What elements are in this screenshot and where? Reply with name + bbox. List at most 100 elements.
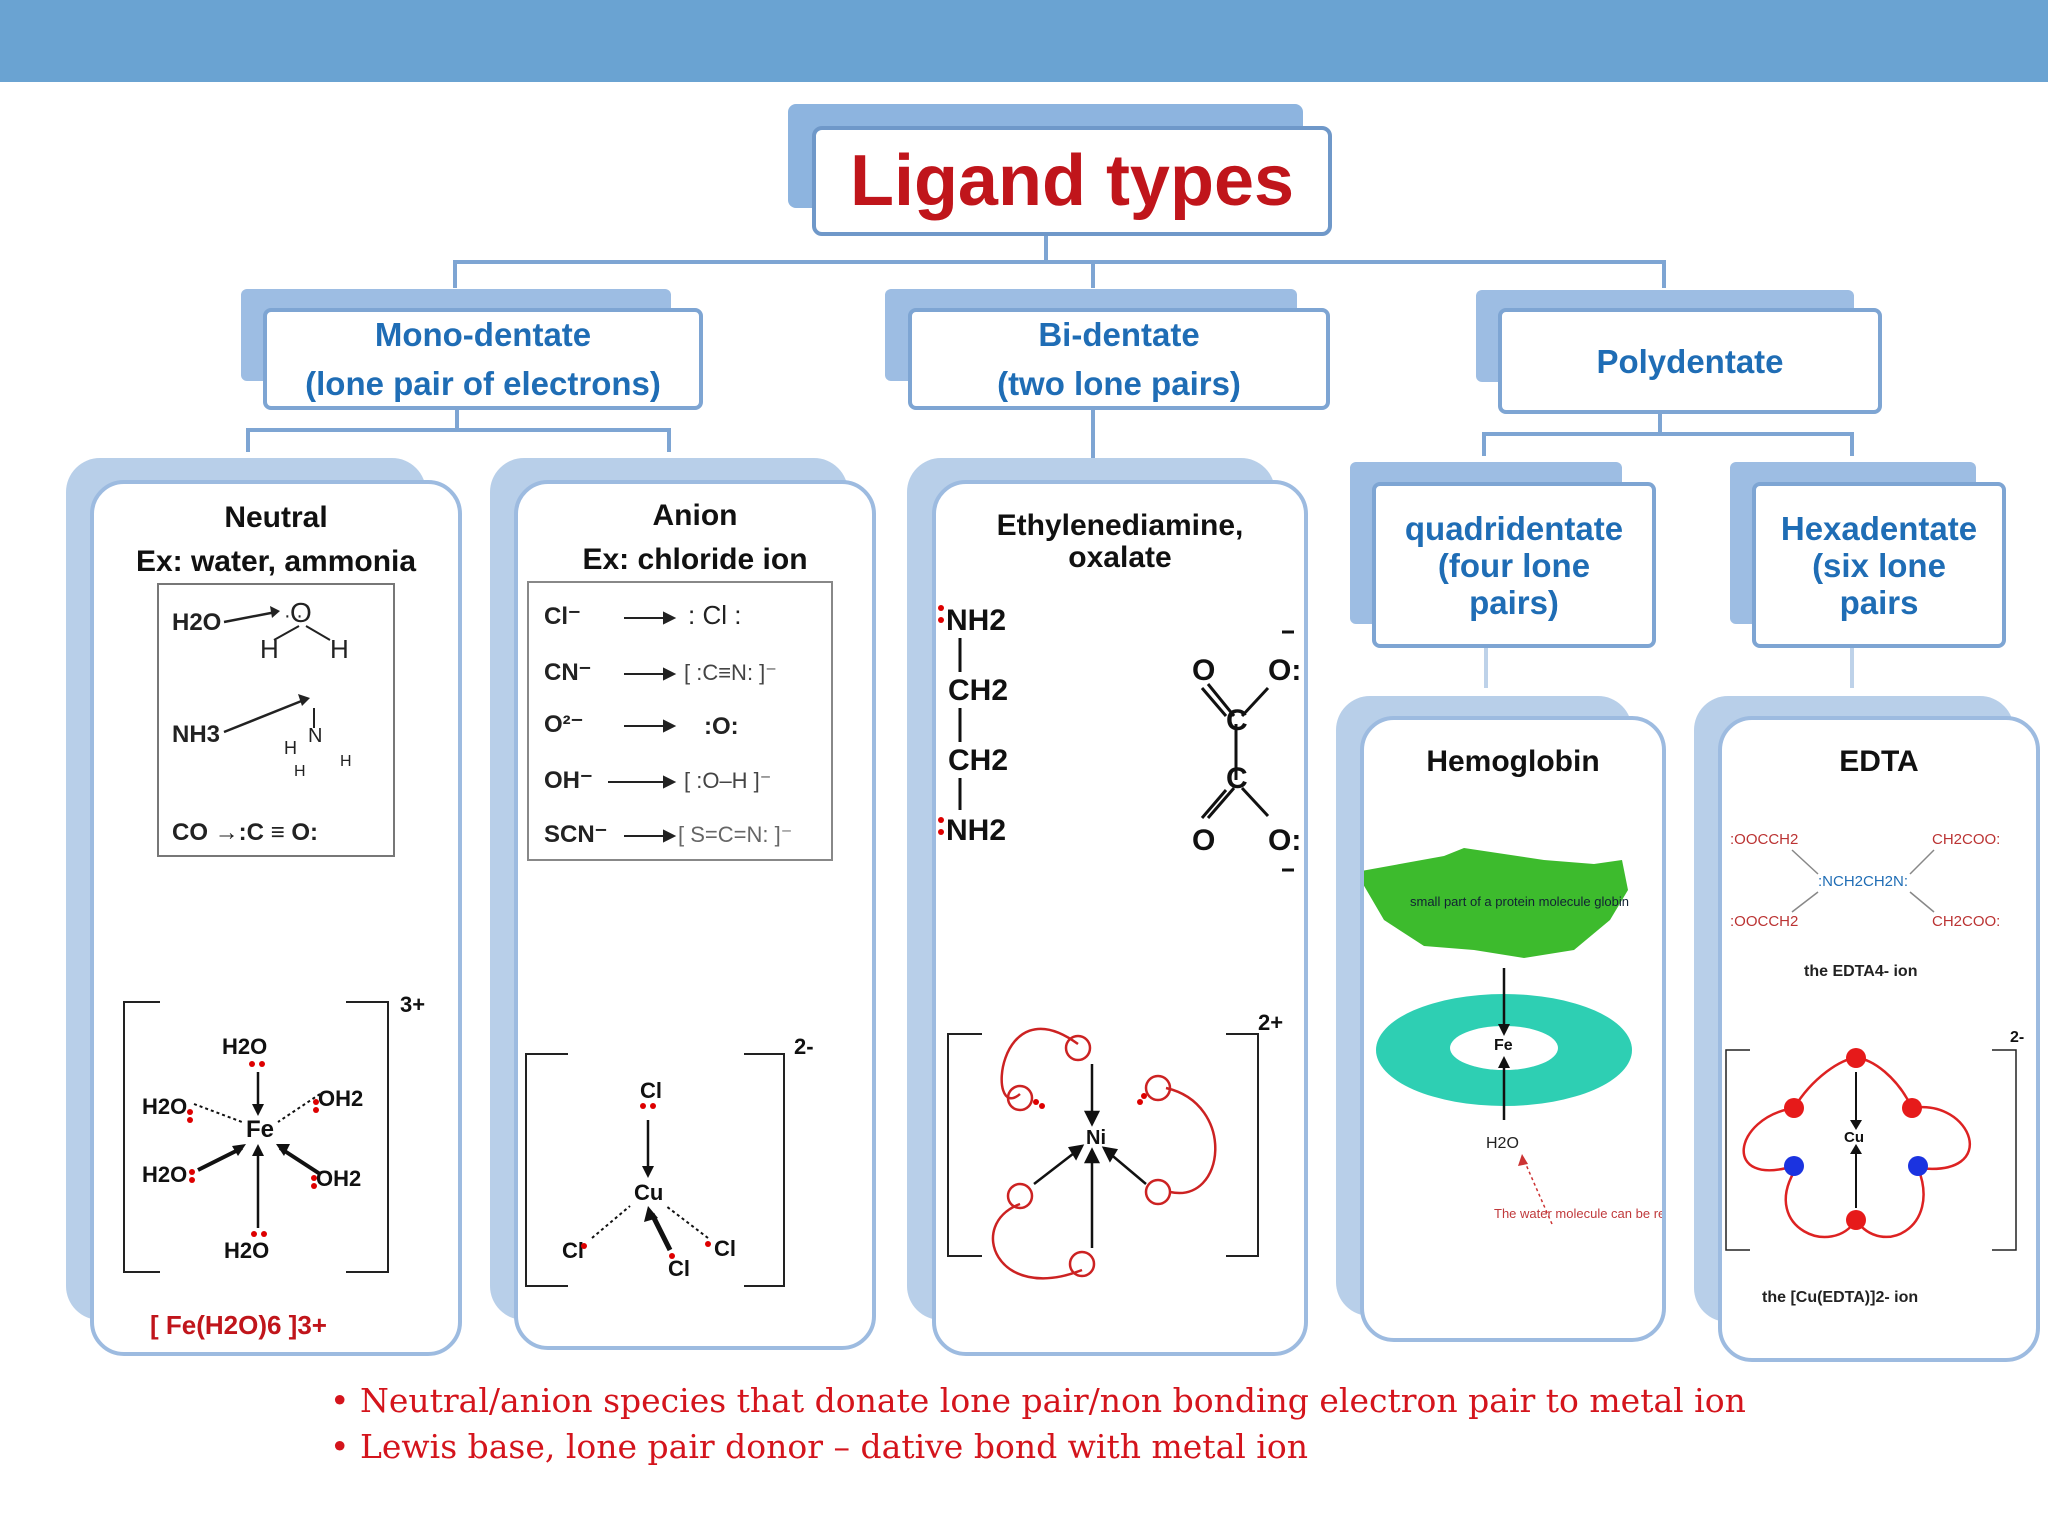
hemoglobin-diagram: small part of a protein molecule globin … [1364, 848, 1662, 1225]
mono-subtitle: (lone pair of electrons) [305, 365, 661, 402]
edta-diagram: :OOCCH2 :OOCCH2 CH2COO: CH2COO: :NCH2CH2… [1725, 831, 2024, 1306]
title-connector [1044, 236, 1048, 262]
mono-split-connector [246, 428, 671, 432]
anion-lewis-box [527, 581, 833, 861]
svg-text:O: O [1192, 654, 1215, 687]
ni-chelate-rings [991, 1027, 1217, 1280]
bullet-2: • Lewis base, lone pair donor – dative b… [330, 1427, 1308, 1466]
bi-title: Bi-dentate [1038, 316, 1200, 353]
fe-charge: 3+ [400, 992, 425, 1017]
ni-bracket-right [1226, 1033, 1259, 1257]
fe-ligand-left-down: H2O [142, 1162, 187, 1187]
polydentate-header: Polydentate [1498, 308, 1882, 414]
top-banner [0, 0, 2048, 82]
svg-text:O:: O: [1268, 654, 1301, 687]
svg-text:H: H [294, 763, 306, 780]
quad-line2: (four lone [1437, 546, 1591, 584]
globin-caption: small part of a protein molecule globin [1410, 894, 1629, 909]
fe-bracket-right [346, 1001, 389, 1273]
ammonia-arrow [223, 698, 305, 734]
fe-ligand-bottom: H2O [224, 1238, 269, 1263]
bidentate-card: Ethylenediamine, oxalate NH2 CH2 CH2 NH2… [932, 480, 1308, 1356]
edta-structure: :OOCCH2 :OOCCH2 CH2COO: CH2COO: :NCH2CH2… [1730, 831, 2000, 930]
cl-lewis: : Cl : [688, 600, 741, 630]
svg-text::OOCCH2: :OOCCH2 [1730, 831, 1798, 848]
scn-lewis: [ S=C=N: ]⁻ [678, 822, 792, 847]
cu-ligand-left: Cl [562, 1238, 584, 1263]
anion-card: Anion Ex: chloride ion Cl⁻ CN⁻ O²⁻ OH⁻ S… [514, 480, 876, 1350]
quad-connector [1482, 432, 1486, 456]
fe-ligand-left-up: H2O [142, 1094, 187, 1119]
heme-note: The water molecule can be replaced by an… [1494, 1206, 1662, 1221]
globin-shape [1364, 848, 1628, 958]
oxalate-structure [1200, 683, 1270, 819]
svg-text:N: N [308, 725, 322, 747]
hexa-line2: (six lone [1812, 546, 1946, 584]
svg-text:CH2COO:: CH2COO: [1932, 913, 2000, 930]
edta-bracket-left [1725, 1049, 1750, 1251]
ammonia-label: NH3 [172, 721, 220, 748]
cl-ion: Cl⁻ [544, 603, 581, 630]
hexa-connector [1850, 432, 1854, 456]
fe-complex-formula: [ Fe(H2O)6 ]3+ [150, 1310, 327, 1340]
oh-lewis: [ :O–H ]⁻ [684, 768, 771, 793]
water-arrow [223, 610, 277, 624]
bidentate-title-2: oxalate [1068, 541, 1172, 574]
mono-down-connector [455, 408, 459, 430]
mono-connector [453, 260, 457, 288]
bi-connector [1091, 260, 1095, 288]
fe-ligand-top: H2O [222, 1034, 267, 1059]
quad-down-connector [1484, 646, 1488, 688]
neutral-example: Ex: water, ammonia [135, 545, 417, 578]
cu-ligand-right: Cl [714, 1236, 736, 1261]
bullet-1: • Neutral/anion species that donate lone… [330, 1381, 1746, 1420]
water-lone-pairs: · · [284, 605, 303, 627]
fe-ligand-right-up: OH2 [318, 1086, 363, 1111]
svg-text:H: H [330, 634, 349, 664]
hemoglobin-card: Hemoglobin small part of a protein molec… [1360, 716, 1666, 1342]
quad-line3: pairs) [1469, 583, 1559, 621]
hexadentate-header: Hexadentate (six lone pairs [1752, 482, 2006, 648]
edta-charge: 2- [2010, 1029, 2024, 1046]
poly-split-connector [1482, 432, 1854, 436]
en-nh2-top: NH2 [946, 604, 1006, 637]
neutral-title: Neutral [224, 501, 328, 534]
cu-bracket-right [744, 1053, 785, 1287]
edta-metal: Cu [1844, 1129, 1864, 1146]
o-lewis: :O: [704, 713, 739, 740]
ni-bracket-left [947, 1033, 982, 1257]
cu-charge: 2- [794, 1034, 814, 1059]
en-ch2-2: CH2 [948, 744, 1008, 777]
svg-text:H: H [260, 634, 279, 664]
neutral-lewis-box [157, 583, 395, 857]
quadridentate-header: quadridentate (four lone pairs) [1372, 482, 1656, 648]
edta-card: EDTA :OOCCH2 :OOCCH2 CH2COO: CH2COO: :NC… [1718, 716, 2040, 1362]
svg-text:H: H [284, 738, 297, 758]
page-title: Ligand types [812, 126, 1332, 236]
hexa-title: Hexadentate [1780, 509, 1978, 547]
svg-text:O: O [1192, 824, 1215, 857]
cu-metal: Cu [634, 1180, 663, 1205]
anion-connector [667, 428, 671, 452]
fe-metal: Fe [246, 1116, 274, 1143]
svg-text::NCH2CH2N:: :NCH2CH2N: [1818, 873, 1908, 890]
cu-ligand-bottom: Cl [668, 1256, 690, 1281]
mono-title: Mono-dentate [374, 316, 592, 353]
scn-ion: SCN⁻ [544, 821, 607, 848]
anion-title: Anion [652, 499, 738, 532]
svg-text:H: H [340, 753, 352, 770]
top-horizontal-connector [453, 260, 1666, 264]
en-nh2-bottom: NH2 [946, 814, 1006, 847]
heme-metal: Fe [1494, 1037, 1513, 1054]
cn-ion: CN⁻ [544, 659, 591, 686]
edta-title: EDTA [1839, 745, 1919, 778]
edta-ion-label: the EDTA4- ion [1804, 963, 1917, 980]
heme-water: H2O [1486, 1135, 1519, 1152]
bi-down-connector [1091, 408, 1095, 458]
bidentate-title-1: Ethylenediamine, [996, 509, 1244, 542]
water-label: H2O [172, 609, 221, 636]
svg-text:C: C [1226, 704, 1248, 737]
anion-example: Ex: chloride ion [582, 543, 808, 576]
co-label: CO →:C ≡ O: [172, 819, 318, 846]
quad-title: quadridentate [1404, 509, 1624, 547]
